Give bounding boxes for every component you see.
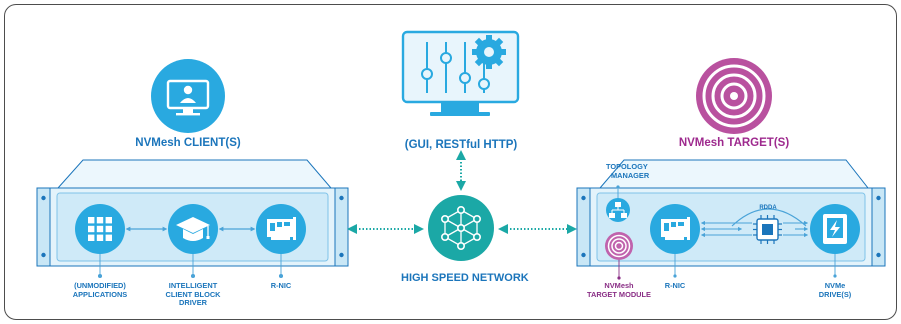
target-title: NVMesh TARGET(S) — [678, 137, 790, 149]
nvme-label-line2: DRIVE(S) — [818, 289, 852, 299]
topology-label-line2: MANAGER — [611, 170, 650, 180]
target-module-rings-icon — [605, 232, 633, 260]
target-rnic-label: R-NIC — [664, 281, 686, 290]
diagram-frame — [4, 4, 897, 320]
applications-label: (UNMODIFIED) APPLICATIONS — [62, 281, 138, 299]
nvme-label: NVMe DRIVE(S) — [810, 281, 860, 299]
gui-label: (GUI, RESTful HTTP) — [404, 139, 518, 151]
rdma-label: RDDA — [759, 205, 777, 211]
nvme-drive-icon — [810, 204, 860, 254]
target-module-label-line2: TARGET MODULE — [587, 289, 651, 299]
driver-label: INTELLIGENT CLIENT BLOCK DRIVER — [155, 281, 231, 308]
client-driver-graduation-cap-icon — [168, 204, 218, 254]
client-leader-lines — [97, 254, 284, 279]
cpu-chip-icon — [752, 215, 783, 245]
applications-grid-icon — [75, 204, 125, 254]
client-title: NVMesh CLIENT(S) — [135, 137, 241, 149]
target-module-label: NVMesh TARGET MODULE — [579, 281, 659, 299]
target-rings-icon — [696, 58, 772, 134]
driver-label-line2: CLIENT BLOCK — [165, 289, 221, 299]
nvme-leader-dot — [833, 274, 837, 278]
client-monitor-user-icon — [151, 59, 225, 133]
driver-label-line1: INTELLIGENT — [168, 281, 218, 290]
gui-monitor-icon — [401, 30, 520, 116]
network-label: HIGH SPEED NETWORK — [401, 272, 529, 284]
target-rnic-leader-dot — [673, 274, 677, 278]
topology-label: TOPOLOGY MANAGER — [606, 162, 662, 180]
client-rnic-card-icon — [256, 204, 306, 254]
target-rnic-card-icon — [650, 204, 700, 254]
topology-hierarchy-icon — [606, 198, 630, 222]
gui-gear-icon — [472, 35, 506, 69]
target-module-leader-dot — [617, 276, 621, 280]
applications-label-line1: (UNMODIFIED) — [74, 281, 126, 290]
client-rnic-label: R-NIC — [270, 281, 292, 290]
nvme-label-line1: NVMe — [824, 281, 846, 290]
topology-label-line1: TOPOLOGY — [606, 162, 648, 171]
network-mesh-icon — [428, 195, 494, 261]
driver-label-line3: DRIVER — [179, 298, 207, 308]
target-module-label-line1: NVMesh — [604, 281, 634, 290]
applications-label-line2: APPLICATIONS — [72, 289, 128, 299]
topology-leader-dot — [616, 185, 620, 189]
